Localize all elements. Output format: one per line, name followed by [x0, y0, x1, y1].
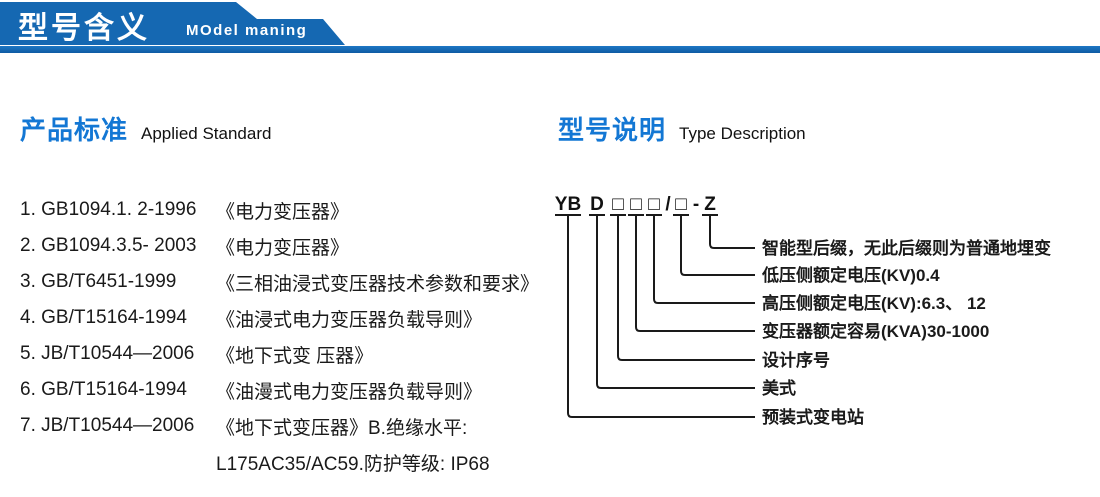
connector-d [596, 215, 755, 389]
connector-yb [567, 215, 755, 418]
diagram-label-american-style: 美式 [762, 378, 796, 398]
model-code-hyphen: - [693, 194, 699, 215]
model-code-box2: □ [630, 194, 642, 215]
standard-item: 5. JB/T10544—2006 《地下式变 压器》 [20, 336, 540, 372]
standard-item: 6. GB/T15164-1994 《油漫式电力变压器负载导则》 [20, 372, 540, 408]
standard-item: 7. JB/T10544—2006 《地下式变压器》B.绝缘水平: [20, 408, 540, 444]
standard-title: 《电力变压器》 [216, 237, 350, 259]
diagram-label-lv-voltage: 低压侧额定电压(KV)0.4 [761, 265, 940, 285]
standard-code: 3. GB/T6451-1999 [20, 271, 177, 292]
standard-title: 《三相油浸式变压器技术参数和要求》 [216, 273, 540, 295]
page-title: 型号含义 [18, 12, 150, 45]
standard-item: 1. GB1094.1. 2-1996 《电力变压器》 [20, 192, 540, 228]
standard-item-continuation: L175AC35/AC59.防护等级: IP68 [20, 444, 540, 480]
model-code-slash: / [665, 194, 671, 215]
standard-code: 4. GB/T15164-1994 [20, 307, 187, 328]
standard-code: 6. GB/T15164-1994 [20, 379, 187, 400]
standard-item: 4. GB/T15164-1994 《油浸式电力变压器负载导则》 [20, 300, 540, 336]
standard-code: 2. GB1094.3.5- 2003 [20, 235, 197, 256]
type-description-heading: 型号说明 Type Description [558, 110, 806, 147]
model-code-box3: □ [648, 194, 660, 215]
connector-box2 [635, 215, 755, 332]
diagram-label-hv-voltage: 高压侧额定电压(KV):6.3、 12 [762, 293, 986, 313]
model-code-suffix-z: Z [704, 194, 716, 215]
standard-title: 《电力变压器》 [216, 201, 350, 223]
heading-en: Type Description [679, 124, 806, 143]
diagram-label-rated-capacity: 变压器额定容易(KVA)30-1000 [762, 321, 989, 341]
standard-title: 《地下式变 压器》 [216, 345, 374, 367]
heading-en: Applied Standard [141, 124, 272, 143]
standard-title: 《地下式变压器》B.绝缘水平: [216, 417, 468, 439]
diagram-label-design-serial: 设计序号 [762, 350, 830, 370]
connector-box3 [653, 215, 755, 304]
heading-zh: 产品标准 [20, 115, 129, 145]
header-divider-line [0, 46, 1100, 53]
heading-zh: 型号说明 [558, 115, 667, 145]
model-code-prefix: YB [555, 194, 581, 215]
standard-item: 2. GB1094.3.5- 2003 《电力变压器》 [20, 228, 540, 264]
standards-list: 1. GB1094.1. 2-1996 《电力变压器》 2. GB1094.3.… [20, 192, 540, 480]
standard-title: 《油浸式电力变压器负载导则》 [216, 309, 483, 331]
standard-item: 3. GB/T6451-1999 《三相油浸式变压器技术参数和要求》 [20, 264, 540, 300]
connector-box4 [680, 215, 755, 276]
page-subtitle: MOdel maning [186, 22, 308, 39]
model-code-d: D [590, 194, 604, 215]
standard-title: 《油漫式电力变压器负载导则》 [216, 381, 483, 403]
model-code-box4: □ [675, 194, 687, 215]
diagram-label-prefab-substation: 预装式变电站 [762, 407, 864, 427]
diagram-label-smart-suffix: 智能型后缀，无此后缀则为普通地埋变 [762, 238, 1051, 258]
model-naming-diagram: YB D □ □ □ / □ - Z 智能型后缀，无此后缀则为普通地埋变 低压侧… [555, 194, 1051, 427]
applied-standard-heading: 产品标准 Applied Standard [20, 110, 271, 147]
standard-code: 1. GB1094.1. 2-1996 [20, 199, 197, 220]
model-code-box1: □ [612, 194, 624, 215]
connector-z [709, 215, 755, 249]
standard-code: 7. JB/T10544—2006 [20, 415, 195, 436]
connector-box1 [617, 215, 755, 361]
standard-code: 5. JB/T10544—2006 [20, 343, 195, 364]
standard-title: L175AC35/AC59.防护等级: IP68 [216, 453, 490, 475]
